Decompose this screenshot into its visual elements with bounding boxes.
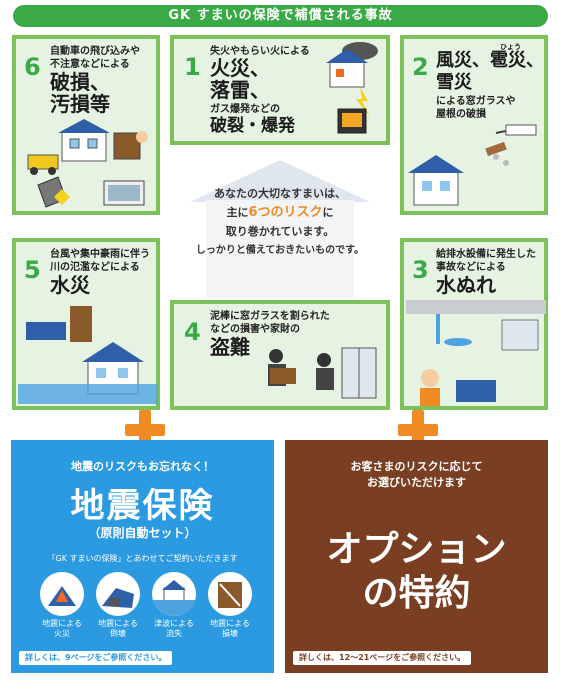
risk-desc: 不注意などによる [50,59,130,70]
risk-card-5: 5 台風や集中豪雨に伴う 川の氾濫などによる 水災 [12,238,160,410]
option-title: の特約 [362,573,471,614]
risk-number: 3 [412,256,429,284]
option-title: オプション [326,529,507,570]
risk-desc: ガス爆発などの [210,104,280,115]
earthquake-title: 地震保険 [70,486,215,526]
page-reference: 詳しくは、12〜21ページをご参照ください。 [293,651,472,665]
tsunami-icon [152,572,196,616]
disaster-label: 地震による損壊 [210,619,250,638]
risk-desc: 川の氾濫などによる [50,262,140,273]
risk-desc: 台風や集中豪雨に伴う [50,249,150,260]
risk-desc: 自動車の飛び込みや [50,46,140,57]
risk-title: 水ぬれ [436,273,496,297]
header-banner: GK すまいの保険で補償される事故 [13,5,548,27]
page-reference: 詳しくは、9ページをご参照ください。 [19,651,173,665]
option-panel: お客さまのリスクに応じて お選びいただけます オプション の特約 詳しくは、12… [285,440,548,673]
risk-title: 水災 [50,273,90,297]
center-line: 主に6つのリスクに [226,205,334,220]
damage-icon [208,572,252,616]
risk-title: 盗難 [210,335,250,359]
risk-number: 2 [412,53,429,81]
risk-title: 破裂・爆発 [210,116,295,136]
disaster-item: 津波による流失 [151,572,197,639]
disaster-label: 地震による倒壊 [98,619,138,638]
risk-card-3: 3 給排水設備に発生した 事故などによる 水ぬれ [400,238,548,410]
risk-number: 4 [184,318,201,346]
risk-title: 汚損等 [50,92,110,116]
risk-desc: 屋根の破損 [436,109,486,120]
risk-title: 破損、 [50,70,110,94]
risk-card-1: 1 失火やもらい火による 火災、 落雷、 ガス爆発などの 破裂・爆発 [170,35,390,145]
disaster-item: 地震による損壊 [207,572,253,639]
risk-number: 6 [24,53,41,81]
earthquake-note: 「GK すまいの保険」とあわせてご契約いただきます [47,554,238,563]
six-risks-highlight: 6つのリスク [248,205,323,220]
burglary-illustration [268,347,377,399]
option-lead: お選びいただけます [367,476,466,489]
option-lead: お客さまのリスクに応じて [350,460,483,473]
disaster-label: 地震による火災 [42,619,82,638]
center-house-illustration [190,160,370,298]
earthquake-lead: 地震のリスクもお忘れなく！ [71,460,214,473]
risk-card-6: 6 自動車の飛び込みや 不注意などによる 破損、 汚損等 [12,35,160,215]
risk-desc: 給排水設備に発生した [436,249,536,260]
risk-title: 火災、 [210,56,270,80]
risk-title: 落雷、 [210,78,270,102]
collapse-icon [96,572,140,616]
risk-desc: などの損害や家財の [210,324,300,335]
center-line: しっかりと備えておきたいものです。 [195,245,365,256]
disaster-label: 津波による流失 [154,619,194,638]
disaster-item: 地震による倒壊 [95,572,141,639]
risk-desc: 失火やもらい火による [210,46,310,57]
vehicle-damage-illustration [27,119,148,208]
risk-title: 風災、雹災、 [436,50,544,71]
risk-title: 雪災 [436,72,472,93]
risk-desc: 事故などによる [436,262,506,273]
water-leak-illustration [406,300,546,406]
risk-desc: による窓ガラスや [436,96,516,107]
risk-desc: 泥棒に窓ガラスを割られた [210,311,330,322]
flood-illustration [18,306,158,404]
earthquake-insurance-panel: 地震のリスクもお忘れなく！ 地震保険 （原則自動セット） 「GK すまいの保険」… [11,440,274,673]
center-message: あなたの大切なすまいは、 主に6つのリスクに 取り巻かれています。 しっかりと備… [180,184,380,260]
center-line: 取り巻かれています。 [225,225,335,238]
earthquake-subtitle: （原則自動セット） [88,526,197,540]
center-line: あなたの大切なすまいは、 [214,187,346,200]
earthquake-fire-icon [40,572,84,616]
disaster-item: 地震による火災 [39,572,85,639]
risk-card-4: 4 泥棒に窓ガラスを割られた などの損害や家財の 盗難 [170,300,390,410]
risk-number: 5 [24,256,41,284]
fire-lightning-illustration [326,42,378,134]
storm-illustration [408,124,537,206]
risk-ruby: ひょう [500,43,521,51]
risk-card-2: 2 ひょう 風災、雹災、 雪災 による窓ガラスや 屋根の破損 [400,35,548,215]
risk-number: 1 [184,53,201,81]
